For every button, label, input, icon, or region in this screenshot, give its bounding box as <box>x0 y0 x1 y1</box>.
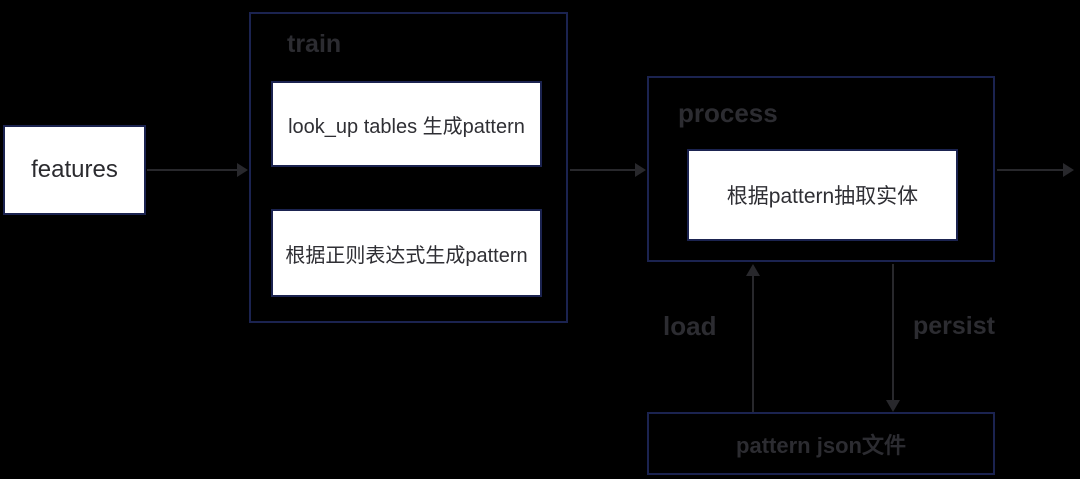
node-regex-pattern-label: 根据正则表达式生成pattern <box>285 244 528 267</box>
node-lookup-tables: look_up tables 生成pattern <box>271 81 542 167</box>
edge-load-label: load <box>663 311 717 341</box>
node-pattern-json-file-label: pattern json文件 <box>736 432 906 458</box>
arrowhead-persist <box>886 400 900 412</box>
arrow-train-to-process <box>570 169 635 171</box>
group-train-label: train <box>287 30 342 58</box>
node-extract-entities: 根据pattern抽取实体 <box>687 149 958 241</box>
group-process-label: process <box>678 98 778 128</box>
node-extract-entities-label: 根据pattern抽取实体 <box>726 185 919 208</box>
arrow-persist <box>892 264 894 400</box>
node-regex-pattern: 根据正则表达式生成pattern <box>271 209 542 297</box>
arrowhead-train-to-process <box>635 163 646 177</box>
arrow-load <box>752 276 754 412</box>
node-lookup-tables-label: look_up tables 生成pattern <box>288 115 525 138</box>
node-features-label: features <box>31 156 118 183</box>
edge-persist-label: persist <box>913 312 995 340</box>
arrow-process-to-output <box>997 169 1063 171</box>
arrowhead-features-to-train <box>237 163 248 177</box>
arrow-features-to-train <box>147 169 237 171</box>
node-features: features <box>3 125 146 215</box>
arrowhead-process-to-output <box>1063 163 1074 177</box>
group-train: train look_up tables 生成pattern 根据正则表达式生成… <box>249 12 568 323</box>
arrowhead-load <box>746 264 760 276</box>
node-pattern-json-file: pattern json文件 <box>647 412 995 475</box>
group-process: process 根据pattern抽取实体 <box>647 76 995 262</box>
